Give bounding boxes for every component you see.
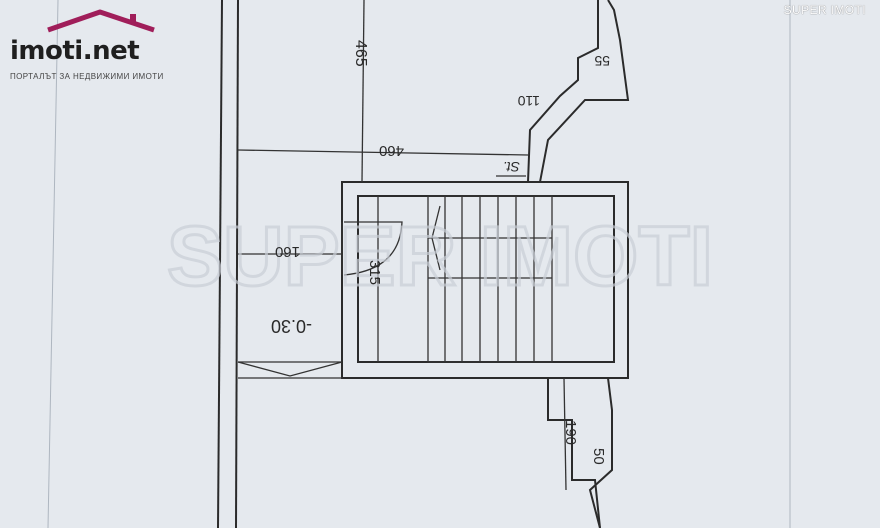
watermark-text: SUPER IMOTI	[167, 209, 713, 303]
stair-label: St.	[503, 159, 520, 175]
paper-fold-lines	[47, 0, 791, 528]
super-imoti-label: SUPER IMOTI	[783, 3, 866, 17]
dimension-50: 50	[590, 448, 607, 465]
dimension-465: 465	[352, 40, 369, 67]
door-swing	[341, 221, 403, 276]
dimension-315: 315	[366, 260, 383, 285]
dimension-190: 190	[562, 420, 579, 445]
plan-lines	[237, 0, 567, 491]
staircase	[427, 195, 553, 363]
dimension-160: 160	[275, 243, 300, 260]
dimension-460: 460	[379, 142, 404, 159]
imoti-logo[interactable]: imoti.net ПОРТАЛЪТ ЗА НЕДВИЖИМИ ИМОТИ	[8, 8, 178, 88]
dimension-55: 55	[594, 53, 610, 69]
dimension-110: 110	[517, 93, 540, 109]
walls	[217, 0, 630, 528]
entrance-landing	[237, 361, 343, 377]
level-marker: -0.30	[271, 316, 312, 336]
logo-text: imoti.net	[10, 36, 140, 66]
logo-tagline: ПОРТАЛЪТ ЗА НЕДВИЖИМИ ИМОТИ	[10, 72, 164, 81]
house-roof-icon	[47, 9, 155, 33]
